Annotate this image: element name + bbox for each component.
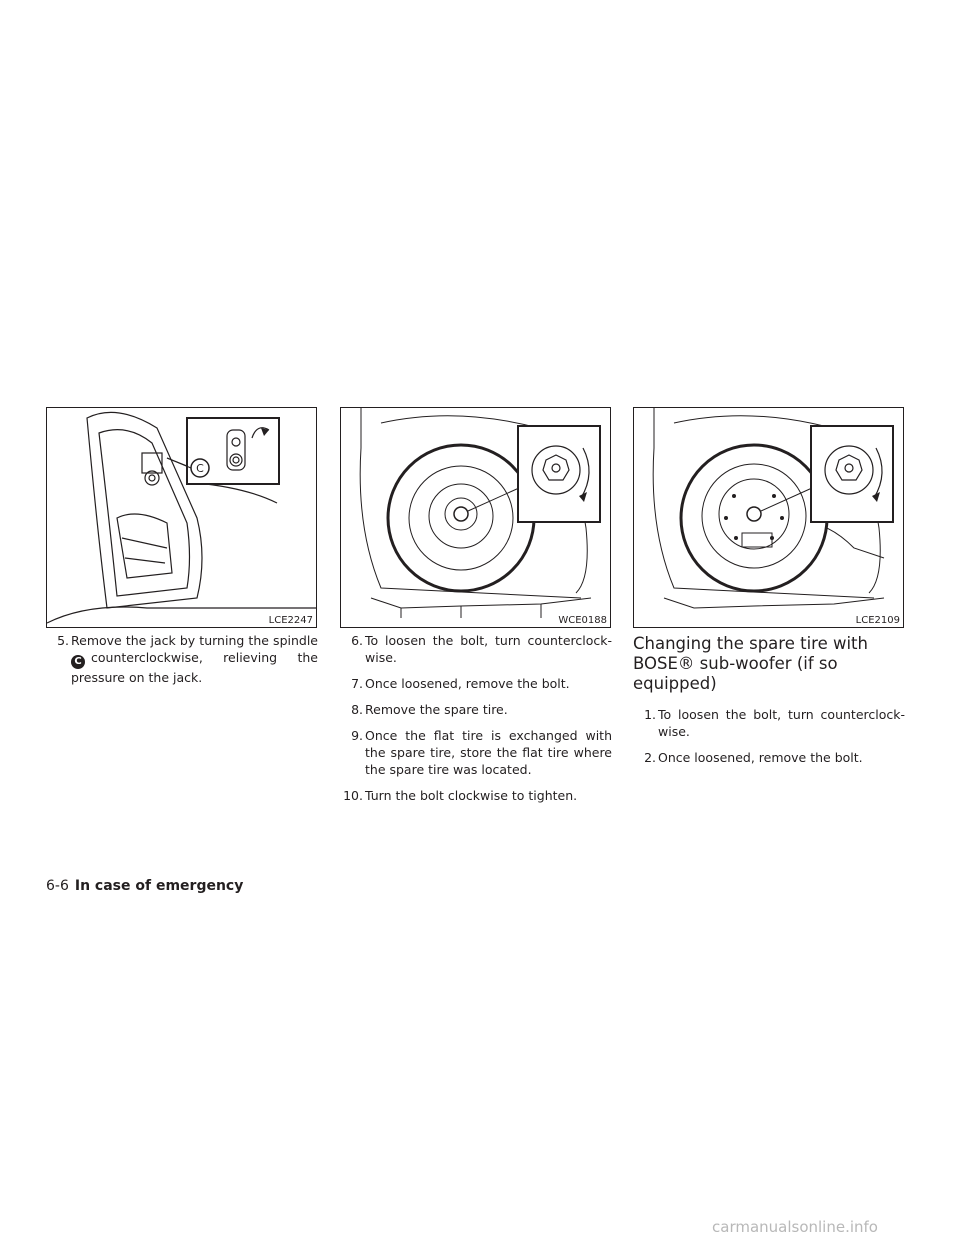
page-footer: 6-6 In case of emergency [46,878,243,894]
step-number: 7. [351,676,363,691]
callout-c-label: C [196,462,204,475]
jack-illustration: C [47,411,316,624]
callout-c-icon: C [71,655,85,669]
column-3: Changing the spare tire with BOSE® sub-w… [633,632,905,775]
figure-bose-spare-tire: LCE2109 [633,407,904,628]
step-6: 6. To loosen the bolt, turn counterclock… [340,632,612,666]
figure-code: LCE2247 [268,615,313,626]
step-text: Once loosened, remove the bolt. [658,750,863,765]
column-1: 5. Remove the jack by turning the spindl… [46,632,318,695]
step-2: 2. Once loosened, remove the bolt. [633,749,905,766]
step-text-a: Remove the jack by turning the spindle [71,633,318,648]
step-number: 6. [351,633,363,648]
step-number: 10. [343,788,363,803]
page-number: 6-6 [46,878,69,894]
step-9: 9. Once the flat tire is exchanged with … [340,727,612,778]
step-5: 5. Remove the jack by turning the spindl… [46,632,318,686]
step-number: 2. [644,750,656,765]
step-number: 9. [351,728,363,743]
step-text: Once the flat tire is exchanged with the… [365,728,612,777]
step-number: 5. [57,633,69,648]
bose-spare-tire-illustration [652,408,894,609]
section-name: In case of emergency [74,878,244,894]
step-10: 10. Turn the bolt clockwise to tighten. [340,787,612,804]
spare-tire-illustration [359,408,601,618]
step-text: Once loosened, remove the bolt. [365,676,570,691]
section-heading: Changing the spare tire with BOSE® sub-w… [633,634,868,693]
step-text: To loosen the bolt, turn counterclock-wi… [365,633,612,665]
step-number: 8. [351,702,363,717]
watermark: carmanualsonline.info [712,1218,878,1236]
step-text: Remove the spare tire. [365,702,508,717]
figure-code: WCE0188 [558,615,607,626]
column-2: 6. To loosen the bolt, turn counterclock… [340,632,612,813]
figure-spare-tire-bolt: WCE0188 [340,407,611,628]
step-text-b: counterclockwise, relieving the pressure… [71,650,318,685]
figure-code: LCE2109 [855,615,900,626]
figure-jack-spindle: C LCE2247 [46,407,317,628]
step-7: 7. Once loosened, remove the bolt. [340,675,612,692]
step-text: To loosen the bolt, turn counterclock-wi… [658,707,905,739]
step-1: 1. To loosen the bolt, turn counterclock… [633,706,905,740]
step-8: 8. Remove the spare tire. [340,701,612,718]
step-number: 1. [644,707,656,722]
step-text: Turn the bolt clockwise to tighten. [365,788,578,803]
